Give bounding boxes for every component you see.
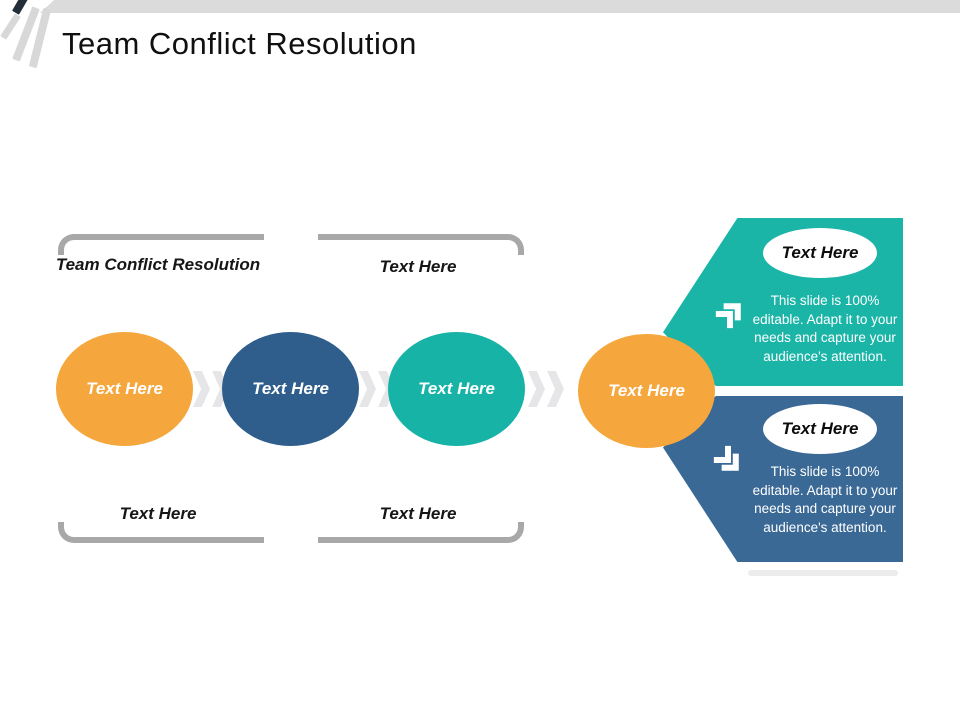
callout-label-bottom-left: Text Here [119,504,197,523]
callout-label-top-left: Team Conflict Resolution [55,255,261,274]
double-chevron-down-right-icon [713,445,739,471]
process-step-ellipse: Text Here [578,334,715,448]
process-step-ellipse: Text Here [56,332,193,446]
callout-panel-bottom: Text Here This slide is 100% editable. A… [663,396,903,562]
bracket-bottom-middle [318,522,524,543]
process-step-label: Text Here [252,379,329,398]
decor-slash-dark [12,0,28,15]
chevron-right-icon [528,371,545,407]
callout-label-bottom-middle: Text Here [379,504,457,523]
double-chevron-up-right-icon [715,303,741,329]
bracket-bottom-left [58,522,264,543]
process-step-ellipse: Text Here [388,332,525,446]
bracket-top-left [58,234,264,255]
chevron-right-icon [193,371,210,407]
panel-body-text: This slide is 100% editable. Adapt it to… [752,464,898,535]
bracket-top-middle [318,234,524,255]
panel-title-badge: Text Here [763,404,877,454]
panel-shadow [748,570,898,576]
decor-slash [0,13,21,40]
panel-title: Text Here [781,419,859,438]
process-step-ellipse: Text Here [222,332,359,446]
connector-chevrons [528,371,564,407]
callout-label-top-middle: Text Here [379,257,457,276]
chevron-right-icon [547,371,564,407]
slide-title: Team Conflict Resolution [62,26,417,61]
panel-title-badge: Text Here [763,228,877,278]
process-step-label: Text Here [86,379,163,398]
panel-body-text: This slide is 100% editable. Adapt it to… [752,293,898,364]
top-strip [40,0,960,13]
process-step-label: Text Here [608,381,685,400]
panel-title: Text Here [781,243,859,262]
chevron-right-icon [359,371,376,407]
process-step-label: Text Here [418,379,495,398]
